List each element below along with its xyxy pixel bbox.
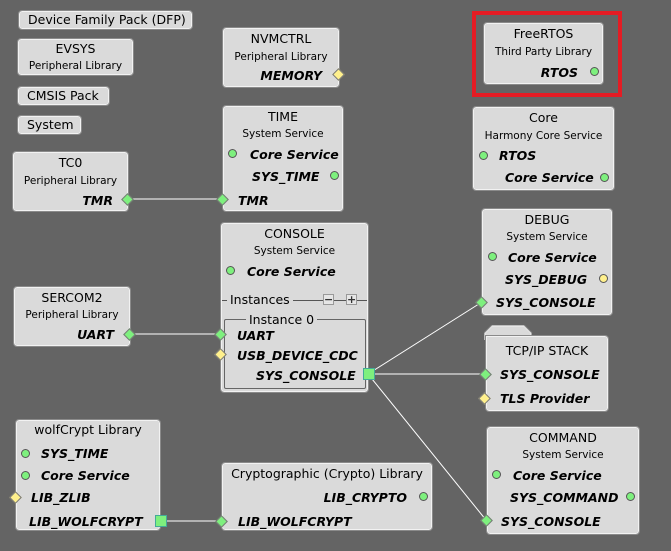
- tc0-node[interactable]: TC0 Peripheral Library TMR: [12, 151, 129, 212]
- sercom2-node[interactable]: SERCOM2 Peripheral Library UART: [13, 286, 131, 347]
- nvmctrl-port-memory: MEMORY: [260, 68, 322, 83]
- freertos-port-rtos: RTOS: [540, 65, 578, 80]
- nvmctrl-node[interactable]: NVMCTRL Peripheral Library MEMORY: [222, 27, 340, 88]
- debug-port-sys-debug: SYS_DEBUG: [505, 272, 588, 287]
- command-port-sys-command: SYS_COMMAND: [510, 490, 619, 505]
- evsys-subtitle: Peripheral Library: [28, 60, 123, 72]
- instances-divider: [222, 300, 367, 301]
- debug-sys-debug-connector[interactable]: [599, 274, 608, 283]
- console-node[interactable]: CONSOLE System Service Core Service Inst…: [220, 222, 369, 393]
- cmsis-label: CMSIS Pack: [27, 88, 99, 103]
- time-title: TIME: [267, 109, 298, 124]
- tcpip-port-tls-provider: TLS Provider: [500, 391, 590, 406]
- time-port-sys-time: SYS_TIME: [252, 169, 320, 184]
- dfp-node[interactable]: Device Family Pack (DFP): [18, 10, 193, 30]
- debug-subtitle: System Service: [506, 231, 588, 243]
- sercom2-port-uart: UART: [77, 327, 114, 342]
- system-node[interactable]: System: [17, 115, 82, 135]
- command-subtitle: System Service: [522, 449, 604, 461]
- crypto-port-lib-wolfcrypt: LIB_WOLFCRYPT: [238, 514, 352, 529]
- core-node[interactable]: Core Harmony Core Service RTOS Core Serv…: [472, 106, 615, 191]
- console-sys-console-connector[interactable]: [363, 368, 375, 380]
- console-core-service-connector[interactable]: [226, 266, 235, 275]
- core-rtos-connector[interactable]: [479, 151, 488, 160]
- crypto-node[interactable]: Cryptographic (Crypto) Library LIB_CRYPT…: [221, 462, 433, 531]
- wolfcrypt-core-service-connector[interactable]: [21, 471, 30, 480]
- time-core-service-connector[interactable]: [228, 149, 237, 158]
- time-port-core-service: Core Service: [250, 147, 339, 162]
- console-port-usb-device-cdc: USB_DEVICE_CDC: [237, 348, 358, 363]
- debug-port-sys-console: SYS_CONSOLE: [496, 295, 596, 310]
- wolfcrypt-port-lib-zlib: LIB_ZLIB: [31, 490, 91, 505]
- command-port-sys-console: SYS_CONSOLE: [501, 514, 601, 529]
- wolfcrypt-port-lib-wolfcrypt: LIB_WOLFCRYPT: [29, 514, 143, 529]
- tc0-port-tmr: TMR: [82, 193, 113, 208]
- time-subtitle: System Service: [242, 128, 324, 140]
- core-title: Core: [529, 110, 558, 125]
- remove-instance-button[interactable]: −: [323, 293, 334, 306]
- freertos-node[interactable]: FreeRTOS Third Party Library RTOS: [483, 22, 604, 85]
- crypto-title: Cryptographic (Crypto) Library: [231, 466, 423, 481]
- freertos-highlight: [472, 11, 622, 97]
- sercom2-subtitle: Peripheral Library: [25, 309, 119, 321]
- console-title: CONSOLE: [264, 226, 325, 241]
- wolfcrypt-port-core-service: Core Service: [41, 468, 130, 483]
- wolfcrypt-port-sys-time: SYS_TIME: [41, 446, 109, 461]
- debug-core-service-connector[interactable]: [488, 252, 497, 261]
- instances-label: Instances: [227, 292, 293, 307]
- instance-0-label[interactable]: Instance 0: [246, 312, 318, 327]
- wolfcrypt-lib-wolfcrypt-connector[interactable]: [155, 515, 167, 527]
- command-node[interactable]: COMMAND System Service Core Service SYS_…: [486, 426, 640, 535]
- console-port-core-service: Core Service: [247, 264, 336, 279]
- console-port-sys-console: SYS_CONSOLE: [256, 368, 356, 383]
- tc0-title: TC0: [58, 155, 83, 170]
- command-title: COMMAND: [529, 430, 597, 445]
- core-port-core-service: Core Service: [505, 170, 594, 185]
- command-core-service-connector[interactable]: [492, 470, 501, 479]
- tc0-subtitle: Peripheral Library: [23, 175, 118, 187]
- tcpip-title: TCP/IP STACK: [505, 343, 589, 358]
- debug-title: DEBUG: [524, 212, 570, 227]
- evsys-title: EVSYS: [55, 41, 96, 56]
- dfp-label: Device Family Pack (DFP): [28, 12, 186, 27]
- core-core-service-connector[interactable]: [600, 173, 609, 182]
- tcpip-node[interactable]: TCP/IP STACK SYS_CONSOLE TLS Provider: [485, 335, 609, 412]
- console-port-uart: UART: [237, 328, 274, 343]
- command-sys-command-connector[interactable]: [626, 492, 635, 501]
- tcpip-port-sys-console: SYS_CONSOLE: [500, 367, 600, 382]
- system-label: System: [27, 117, 74, 132]
- crypto-lib-crypto-connector[interactable]: [419, 492, 428, 501]
- evsys-node[interactable]: EVSYS Peripheral Library: [17, 38, 134, 76]
- console-subtitle: System Service: [253, 245, 336, 257]
- debug-node[interactable]: DEBUG System Service Core Service SYS_DE…: [481, 208, 613, 316]
- freertos-title: FreeRTOS: [513, 26, 574, 41]
- add-instance-button[interactable]: +: [346, 293, 357, 306]
- wolfcrypt-sys-time-connector[interactable]: [21, 449, 30, 458]
- crypto-port-lib-crypto: LIB_CRYPTO: [323, 490, 407, 505]
- debug-port-core-service: Core Service: [508, 250, 597, 265]
- nvmctrl-subtitle: Peripheral Library: [234, 51, 328, 63]
- freertos-rtos-connector[interactable]: [590, 67, 599, 76]
- wolfcrypt-title: wolfCrypt Library: [34, 422, 142, 437]
- core-subtitle: Harmony Core Service: [484, 130, 603, 142]
- cmsis-node[interactable]: CMSIS Pack: [17, 86, 110, 106]
- command-port-core-service: Core Service: [513, 468, 602, 483]
- core-port-rtos: RTOS: [499, 148, 537, 163]
- sercom2-title: SERCOM2: [41, 290, 103, 305]
- wolfcrypt-node[interactable]: wolfCrypt Library SYS_TIME Core Service …: [15, 419, 161, 531]
- time-sys-time-connector[interactable]: [330, 171, 339, 180]
- freertos-subtitle: Third Party Library: [494, 46, 593, 58]
- nvmctrl-title: NVMCTRL: [250, 31, 312, 46]
- time-node[interactable]: TIME System Service Core Service SYS_TIM…: [222, 105, 344, 212]
- time-port-tmr: TMR: [238, 193, 269, 208]
- wire-console-debug: [367, 301, 483, 375]
